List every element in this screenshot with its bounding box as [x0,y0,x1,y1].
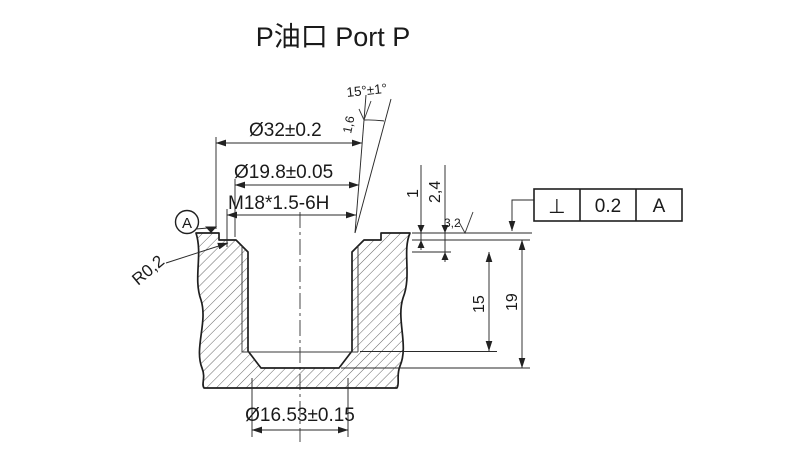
roughness-check-seal-icon [358,100,372,122]
roughness-seal-value: 1,6 [340,115,357,135]
dim-dia-spotface: Ø32±0.2 [249,120,322,141]
gdt-datum: A [653,196,666,217]
depth-dimensions: 1 2,4 15 19 [405,181,526,369]
dim-dia-seal: Ø19.8±0.05 [234,162,333,183]
roughness-check-face-icon [458,211,474,235]
dim-dia-bottom: Ø16.53±0.15 [245,405,355,426]
angle-value: 15°±1° [346,81,388,100]
drawing-title: P油口 Port P [256,22,411,52]
angle-callout: 15°±1° 1,6 [340,81,392,234]
gdt-symbol-perpendicularity-icon: ⊥ [548,196,565,218]
dim-depth-spotface: 1 [405,189,422,198]
section-outline [195,232,411,389]
dim-thread: M18*1.5-6H [228,193,329,214]
roughness-face-value: 3,2 [444,216,461,230]
dim-depth-thread: 15 [471,295,488,313]
roughness-face-callout: 3,2 [444,211,474,235]
part-cross-section [195,232,411,389]
datum-symbol: A [174,209,217,235]
datum-circle [174,209,200,235]
datum-triangle-icon [205,226,217,233]
bottom-diameter-dimension: Ø16.53±0.15 [245,405,355,434]
datum-letter: A [182,215,192,232]
dim-depth-bore: 19 [504,293,521,311]
dim-radius: R0,2 [128,251,168,289]
dim-depth-chamfer: 2,4 [427,181,444,203]
gdt-tolerance: 0.2 [595,196,621,217]
gdt-frame: ⊥ 0.2 A [508,188,683,232]
diameter-dimensions: Ø32±0.2 Ø19.8±0.05 M18*1.5-6H [215,120,363,219]
